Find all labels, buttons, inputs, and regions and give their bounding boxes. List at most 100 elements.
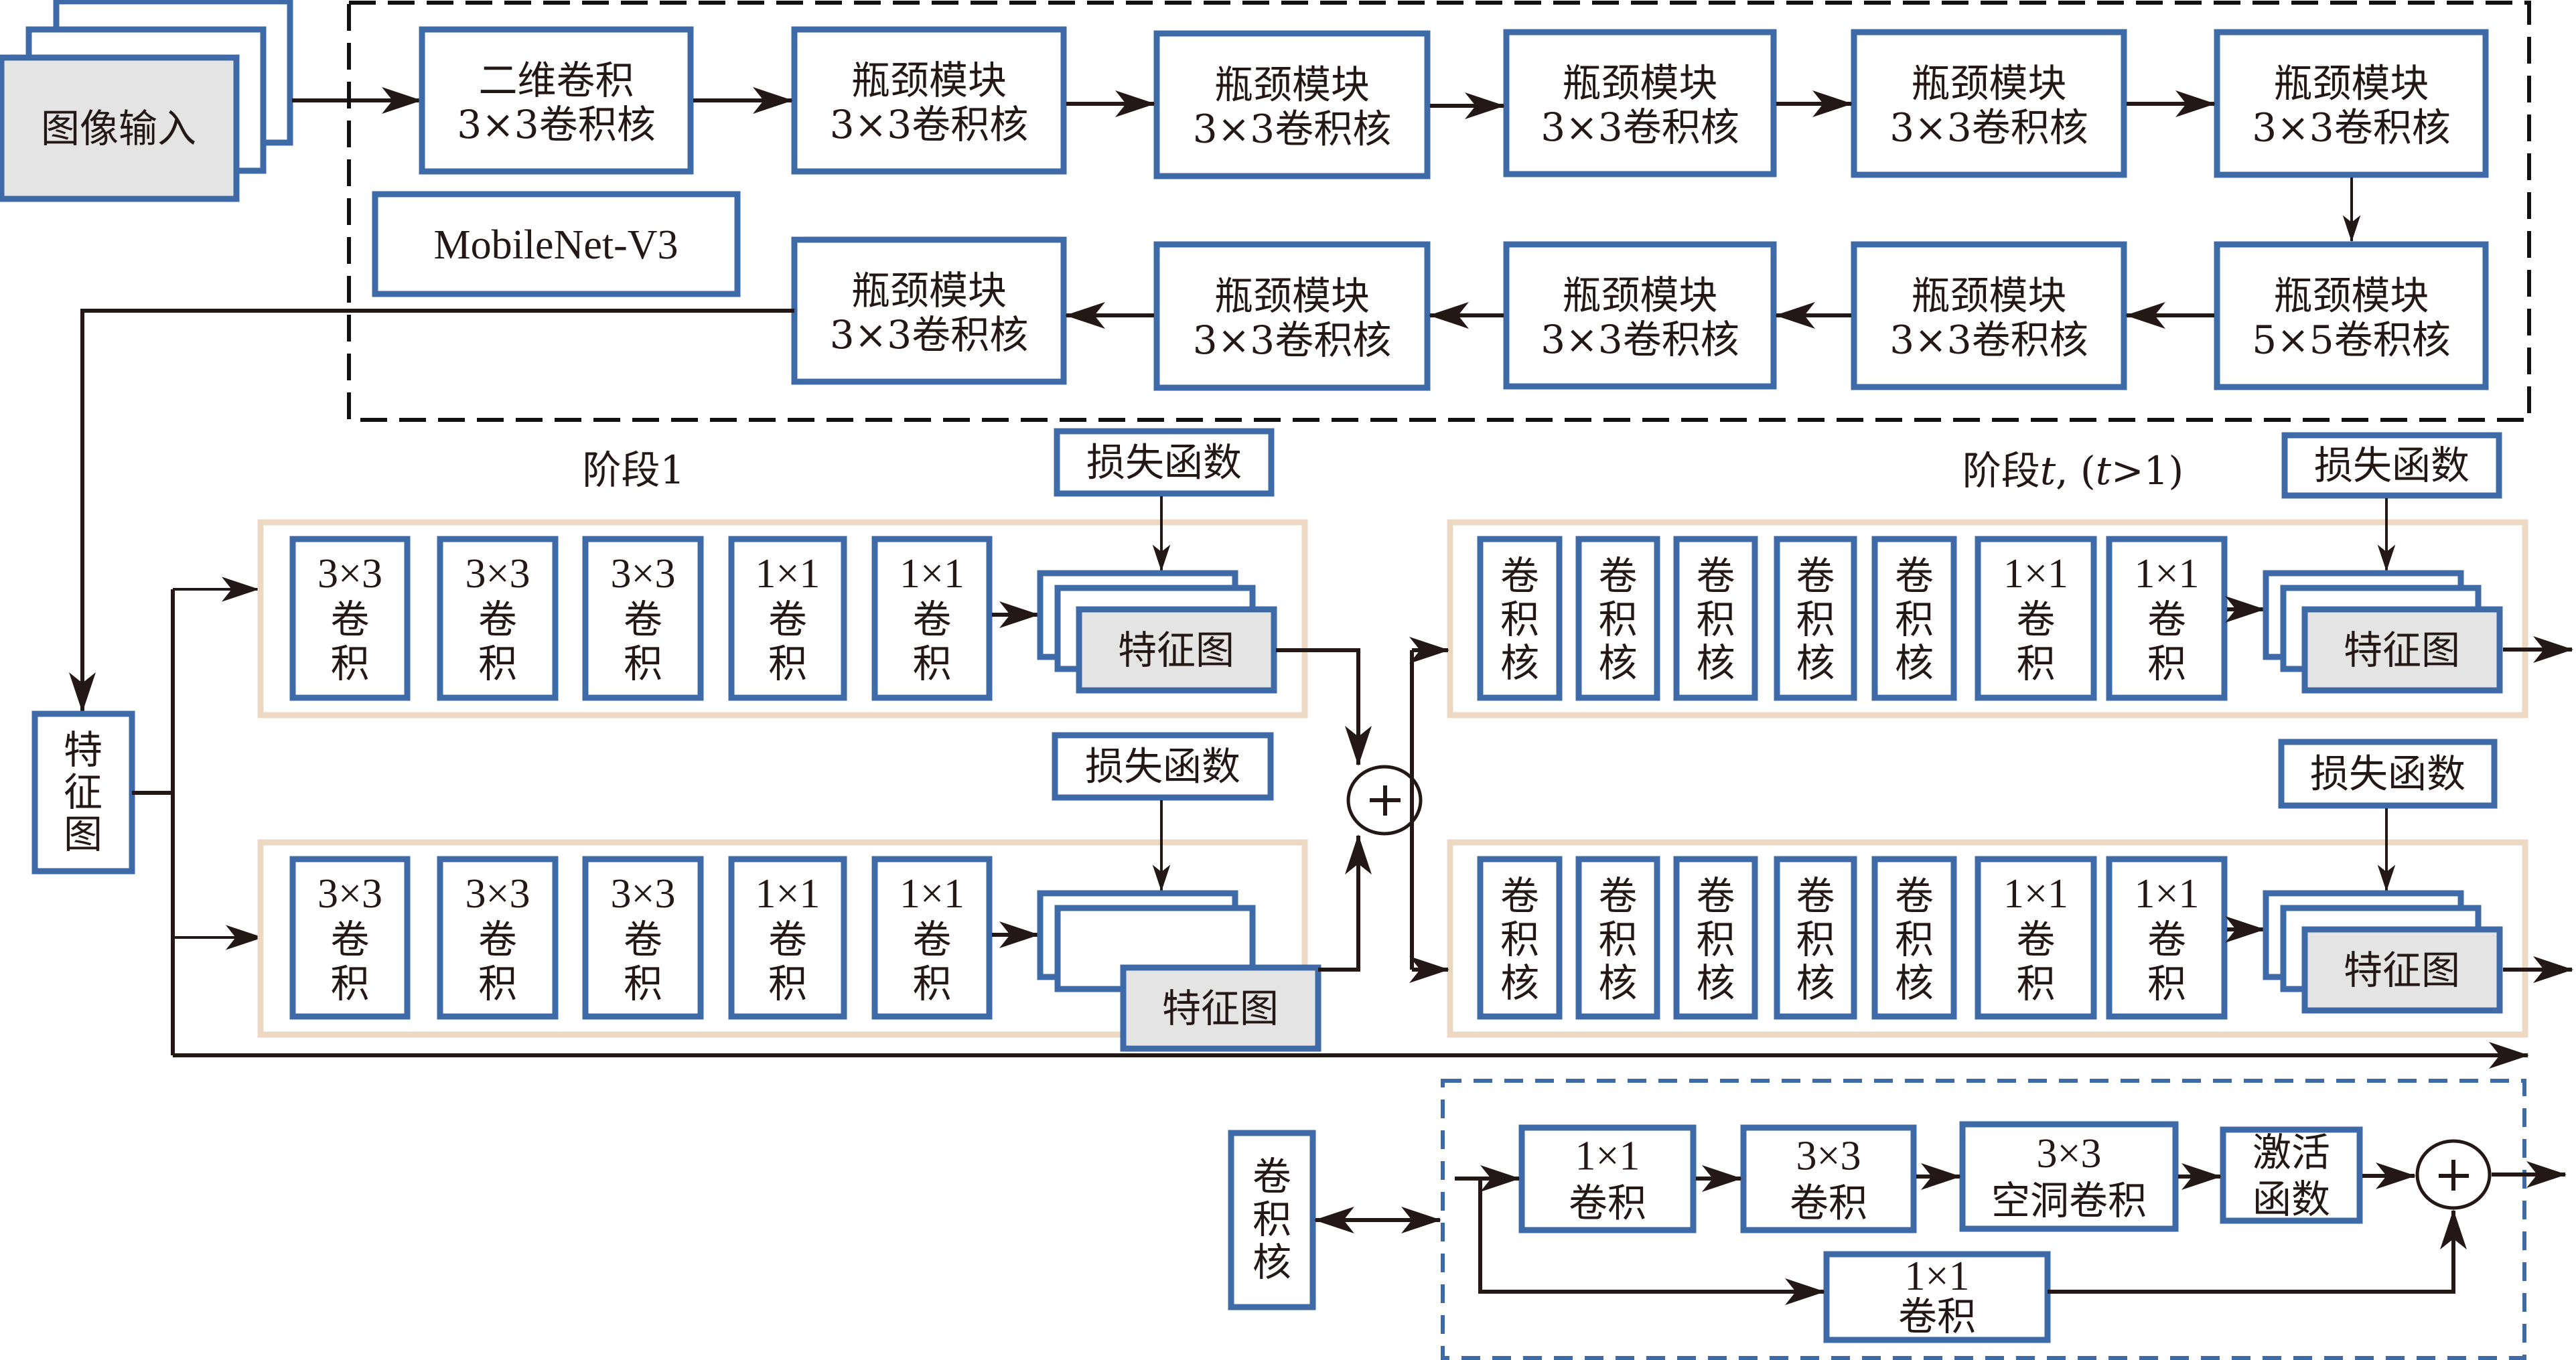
kernel-char: 核 [1500,960,1539,1006]
feature-map-layer-front [1076,606,1277,694]
conv-layer: 1×1卷积 [2106,536,2228,701]
kernel-char: 卷 [1696,553,1735,599]
conv-size: 1×1 [756,551,820,597]
shortcut-label: 卷积 [1898,1294,1976,1339]
bottleneck-kernel: 3×3卷积核 [830,312,1028,358]
kernel-char: 积 [1696,917,1735,962]
feature-map-layer-front [2301,926,2503,1014]
kernel-char: 卷 [1895,873,1934,919]
bottleneck-kernel: 3×3卷积核 [830,102,1028,147]
kernel-sum-node [2415,1139,2492,1210]
conv-char: 积 [912,641,951,686]
kernel-detail-line2: 空洞卷积 [1991,1178,2147,1223]
kernel-char: 卷 [1895,553,1934,599]
kernel-char: 核 [1598,640,1637,686]
conv-layer-box [2106,536,2228,701]
conv-char: 积 [330,641,369,686]
conv-layer-box [437,856,559,1020]
conv-layer: 3×3卷积 [289,536,411,701]
bottleneck-title: 瓶颈模块 [2273,273,2429,319]
loss-function: 损失函数 [1052,732,1274,801]
kernel-detail-line2: 卷积 [1790,1181,1867,1226]
kernel-layer: 卷积核 [1774,536,1857,701]
backbone-dashed-frame [347,1,2531,422]
conv-size: 3×3 [611,871,676,917]
kernel-layer-box [1575,536,1660,701]
bottleneck-box [1851,29,2127,178]
conv-layer: 1×1卷积 [871,536,993,701]
kernel-char: 核 [1796,640,1835,686]
bottleneck-kernel: 5×5卷积核 [2252,317,2450,363]
feature-map-label: 特征图 [1118,627,1234,673]
conv-char: 卷 [912,597,951,642]
conv-layer: 3×3卷积 [289,856,411,1020]
conv-size: 1×1 [2003,871,2068,917]
bottleneck-box [791,26,1067,175]
kernel-detail-box [1518,1124,1697,1233]
bottleneck-box [791,236,1067,385]
conv2d-box [419,26,694,175]
kernel-char: 核 [1500,640,1539,686]
conv-char: 卷 [624,597,662,642]
kernel-layer-box [1673,856,1758,1020]
kernel-layer: 卷积核 [1871,536,1957,701]
conv-layer: 1×1卷积 [2106,856,2228,1020]
feature-map-label: 特征图 [1162,986,1279,1031]
kernel-layer-box [1575,856,1660,1020]
conv-size: 1×1 [756,871,820,917]
bottleneck-title: 瓶颈模块 [1562,273,1717,318]
loss-function-label: 损失函数 [1085,744,1240,789]
loss-function-label: 损失函数 [1086,440,1242,485]
kernel-detail-line1: 3×3 [2037,1131,2102,1177]
kernel-detail-line2: 卷积 [1569,1181,1646,1226]
shortcut-size: 1×1 [1905,1254,1970,1299]
kernel-char: 核 [1696,960,1735,1006]
conv-layer-box [871,856,993,1020]
conv-layer-box [2106,856,2228,1020]
kernel-char: 积 [1895,917,1934,962]
conv-layer: 1×1卷积 [871,856,993,1020]
stage-t-label-prefix: 阶段 [1962,448,2040,494]
kernel-detail-line1: 激活 [2252,1130,2330,1175]
stages: 3×3卷积3×3卷积3×3卷积1×1卷积1×1卷积损失函数特征图3×3卷积3×3… [257,428,2573,1052]
conv-char: 积 [478,641,517,686]
bottleneck-title: 瓶颈模块 [2273,61,2429,106]
conv-char: 积 [624,961,662,1006]
conv-size: 3×3 [317,551,382,597]
kernel-char: 卷 [1500,553,1539,599]
kernel-char: 核 [1253,1239,1291,1285]
conv-char: 卷 [330,917,369,962]
conv-layer-box [582,536,704,701]
loss-function-label: 损失函数 [2314,443,2470,488]
conv-char: 积 [2147,961,2186,1006]
bottleneck-title: 瓶颈模块 [851,268,1007,313]
feature-map-label: 特征图 [2344,627,2460,673]
kernel-detail-block: 1×1卷积 [1518,1124,1697,1233]
conv-char: 卷 [2016,597,2055,642]
kernel-detail-box [1740,1124,1917,1233]
kernel-char: 核 [1895,640,1934,686]
bottleneck-box [1153,241,1431,391]
conv-char: 卷 [624,917,662,962]
kernel-detail-box [2220,1126,2363,1224]
conv-char: 卷 [2016,917,2055,962]
loss-function-box [1054,428,1275,497]
kernel-layer-box [1871,856,1957,1020]
bottleneck-box [2214,241,2489,390]
kernel-detail-dashed-frame [1441,1079,2526,1360]
stage1-feature-map-stack: 特征图 [1037,890,1321,1052]
bottleneck-kernel: 3×3卷积核 [1889,317,2088,363]
conv-char: 卷 [2147,597,2186,642]
conv-char: 卷 [912,917,951,962]
